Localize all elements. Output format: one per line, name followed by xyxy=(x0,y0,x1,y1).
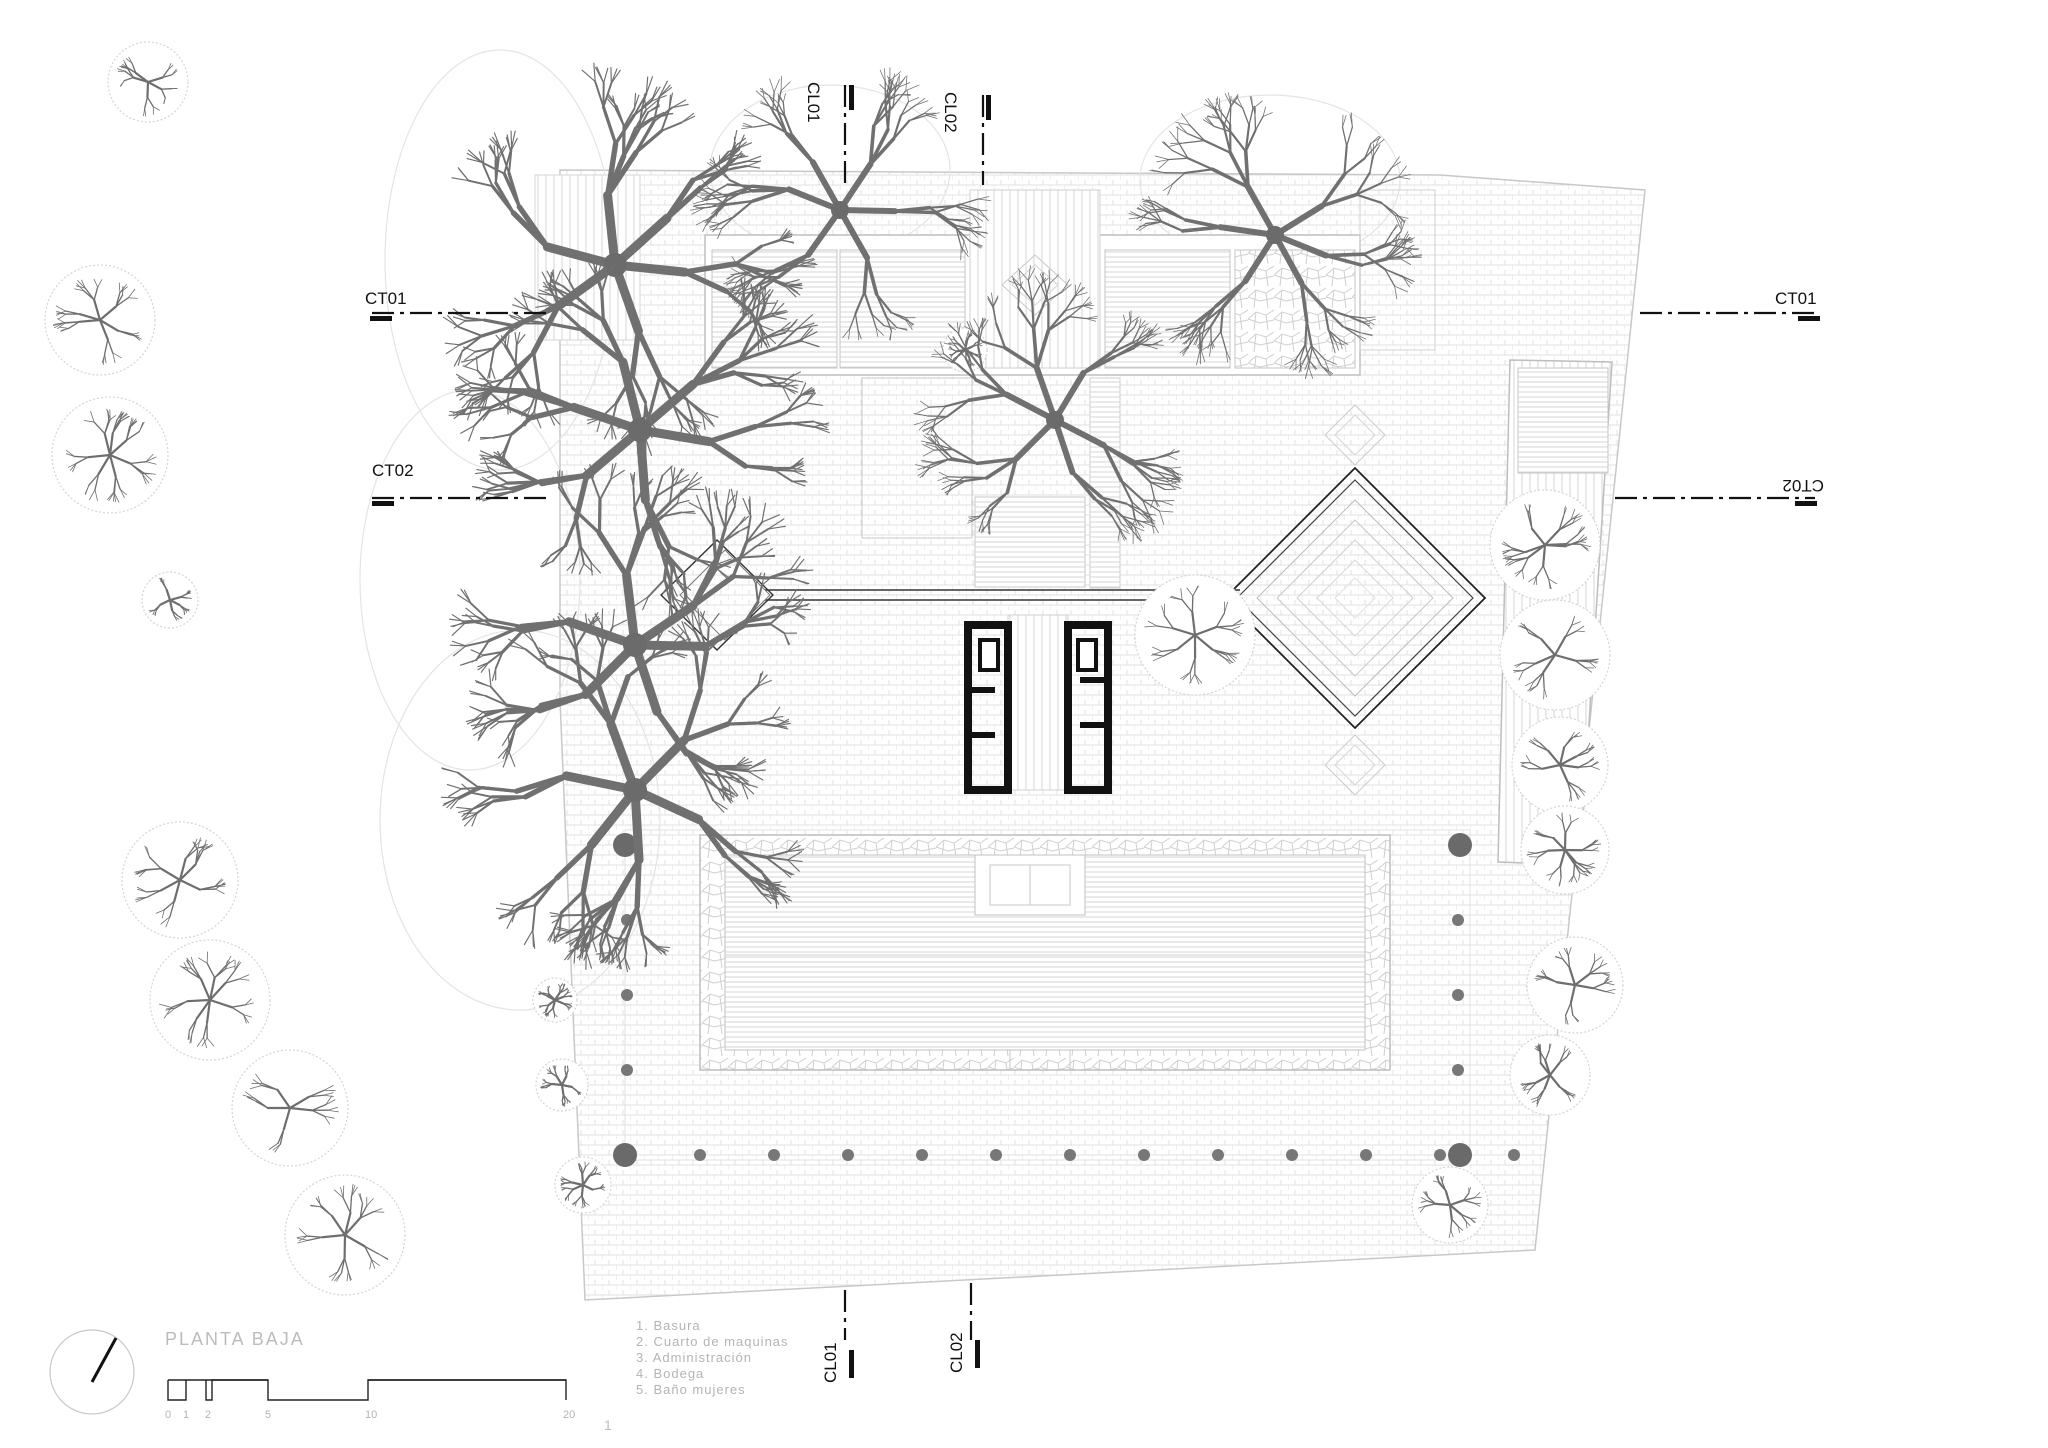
tree-icon xyxy=(149,939,271,1061)
section-lines xyxy=(372,85,1815,1340)
large-tree-icon xyxy=(689,67,992,341)
column xyxy=(1434,1149,1446,1161)
tree-icon xyxy=(51,396,169,514)
section-label-ct02-west: CT02 xyxy=(372,461,414,480)
large-tree-icon xyxy=(448,260,830,620)
tree-icon xyxy=(1489,489,1601,601)
section-label-cl02-north: CL02 xyxy=(941,92,960,133)
tree-icon xyxy=(141,571,199,629)
section-label-ct02-east: CT02 xyxy=(1782,476,1824,495)
tree-icon xyxy=(44,264,156,376)
room-legend: 1. Basura 2. Cuarto de maquinas 3. Admin… xyxy=(636,1318,789,1397)
column xyxy=(916,1149,928,1161)
scale-tick-label: 0 xyxy=(165,1409,171,1421)
column xyxy=(1286,1149,1298,1161)
diamond-plaza xyxy=(1223,404,1487,796)
north-arrow-icon xyxy=(49,1329,135,1415)
large-tree-icon xyxy=(913,265,1184,545)
legend-item: 3. Administración xyxy=(636,1350,752,1365)
corner-column xyxy=(1448,1143,1472,1167)
section-label-ct01-east: CT01 xyxy=(1775,289,1817,308)
column xyxy=(1508,1149,1520,1161)
tree-icon xyxy=(121,821,239,939)
column xyxy=(694,1149,706,1161)
corner-column xyxy=(1448,833,1472,857)
tree-icon xyxy=(284,1174,406,1296)
south-building xyxy=(699,834,1391,1071)
tree-icon xyxy=(554,1156,612,1214)
column xyxy=(1064,1149,1076,1161)
column xyxy=(621,989,633,1001)
column xyxy=(621,1064,633,1076)
tree-icon xyxy=(532,977,578,1023)
column xyxy=(768,1149,780,1161)
tree-icon xyxy=(1411,1166,1489,1244)
legend-item: 5. Baño mujeres xyxy=(636,1382,746,1397)
scale-bar xyxy=(167,1379,567,1401)
scale-tick-label: 5 xyxy=(265,1409,271,1421)
column xyxy=(1452,914,1464,926)
drawing-title: PLANTA BAJA xyxy=(165,1329,305,1349)
tree-icon xyxy=(1509,1034,1591,1116)
tree-icon xyxy=(1526,936,1624,1034)
column xyxy=(1452,1064,1464,1076)
large-tree-branches xyxy=(440,62,1423,973)
column xyxy=(842,1149,854,1161)
tree-icon xyxy=(1499,599,1611,711)
column xyxy=(1212,1149,1224,1161)
scale-tick-label: 20 xyxy=(563,1409,575,1421)
column xyxy=(990,1149,1002,1161)
section-label-cl02-south: CL02 xyxy=(947,1332,966,1373)
page-number: 1 xyxy=(604,1417,612,1433)
garden-beds xyxy=(861,377,1121,589)
legend-item: 4. Bodega xyxy=(636,1366,704,1381)
scale-tick-label: 10 xyxy=(365,1409,377,1421)
column xyxy=(1360,1149,1372,1161)
scale-tick-label: 1 xyxy=(183,1409,189,1421)
tree-icon xyxy=(107,41,189,123)
section-label-ct01-west: CT01 xyxy=(365,289,407,308)
tree-symbols xyxy=(44,41,1624,1296)
corner-column xyxy=(613,1143,637,1167)
colonnade-columns xyxy=(613,833,1520,1167)
large-tree-icon xyxy=(1128,92,1423,380)
section-label-cl01-north: CL01 xyxy=(804,82,823,123)
large-tree-icon xyxy=(440,608,805,973)
section-marker-bars xyxy=(370,85,1820,1378)
corner-column xyxy=(613,833,637,857)
tree-icon xyxy=(535,1058,589,1112)
legend-item: 2. Cuarto de maquinas xyxy=(636,1334,789,1349)
service-core xyxy=(964,614,1112,794)
section-label-cl01-south: CL01 xyxy=(821,1342,840,1383)
column xyxy=(1452,989,1464,1001)
tree-icon xyxy=(1520,805,1610,895)
column xyxy=(1138,1149,1150,1161)
tree-icon xyxy=(231,1049,349,1167)
tree-icon xyxy=(1511,716,1609,814)
legend-item: 1. Basura xyxy=(636,1318,701,1333)
tree-icon xyxy=(1134,574,1256,696)
large-tree-icon xyxy=(442,62,818,458)
scale-tick-label: 2 xyxy=(205,1409,211,1421)
